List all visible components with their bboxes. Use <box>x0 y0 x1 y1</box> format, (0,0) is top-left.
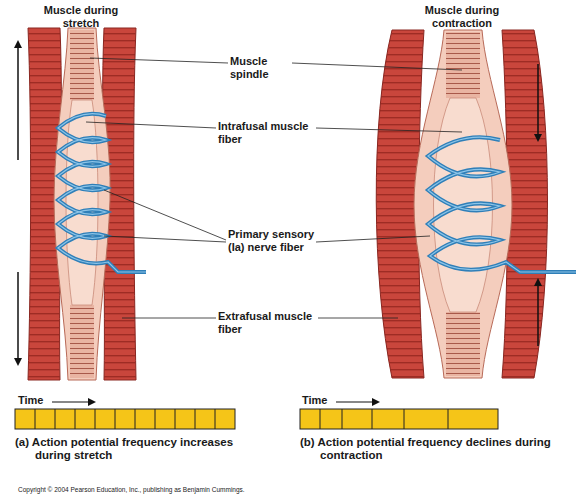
panel-caption: (a) Action potential frequency increases… <box>15 436 265 462</box>
axis-label: Time <box>302 394 342 407</box>
axis-label: Time <box>18 394 58 407</box>
leader-lines <box>86 58 462 318</box>
panel-title: Muscle during contraction <box>406 4 518 29</box>
time-arrow <box>336 401 376 402</box>
part-label: Extrafusal muscle fiber <box>218 310 318 335</box>
stretch-arrow <box>17 272 19 362</box>
part-label: Primary sensory (Ia) nerve fiber <box>228 228 316 253</box>
part-label: Intrafusal muscle fiber <box>218 120 316 145</box>
part-label: Muscle spindle <box>230 55 292 80</box>
contracted-muscle <box>376 30 576 378</box>
contraction-arrow <box>537 282 539 346</box>
time-arrow <box>52 401 92 402</box>
panel-caption: (b) Action potential frequency declines … <box>300 436 562 462</box>
spike-train-contraction <box>300 409 498 429</box>
stretch-arrow <box>17 44 19 160</box>
panel-title: Muscle during stretch <box>40 4 122 29</box>
contraction-arrow <box>537 64 539 138</box>
stretched-muscle <box>28 28 146 380</box>
copyright-note: Copyright © 2004 Pearson Education, Inc.… <box>18 486 418 493</box>
spike-train-stretch <box>15 409 235 429</box>
